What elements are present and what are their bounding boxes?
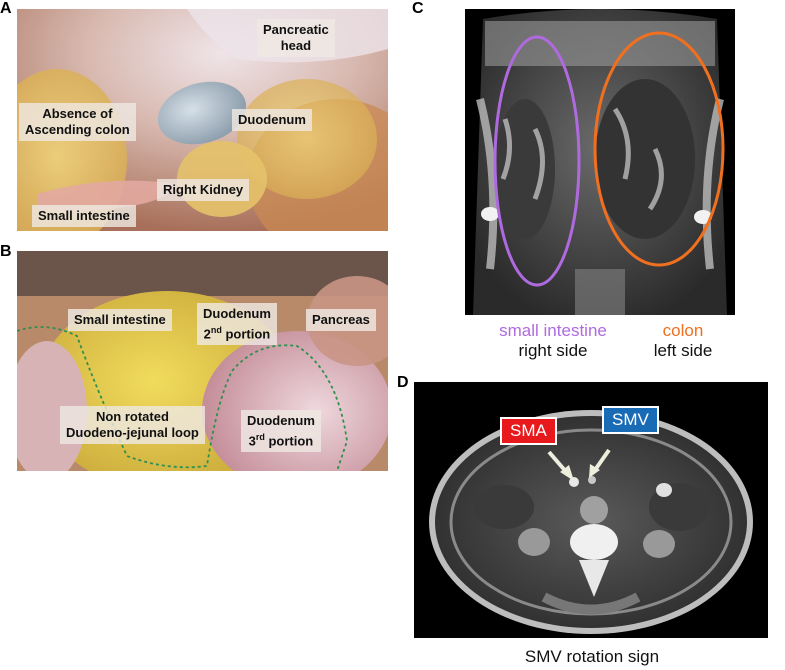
panel-c-ct-coronal <box>465 9 735 315</box>
label-absence-ascending-colon: Absence of Ascending colon <box>19 103 136 141</box>
label-duodenum-2nd: Duodenum 2nd portion <box>197 303 277 346</box>
label-duodenum-3rd: Duodenum 3rd portion <box>241 410 321 453</box>
label-small-intestine-a: Small intestine <box>32 205 136 227</box>
small-intestine-outline <box>493 35 581 287</box>
legend-colon-label: colon <box>662 321 704 340</box>
panel-letter-d: D <box>397 374 409 391</box>
ct-coronal-image <box>465 9 735 315</box>
label-non-rotated-line2: Duodeno-jejunal loop <box>66 425 199 440</box>
smv-label: SMV <box>602 406 659 434</box>
panel-letter-c: C <box>412 0 424 17</box>
label-absence-line1: Absence of <box>42 106 113 121</box>
label-right-kidney: Right Kidney <box>157 179 250 201</box>
label-pancreatic-head-line2: head <box>280 38 312 53</box>
label-pancreatic-head: Pancreatic head <box>257 19 335 57</box>
legend-small-intestine-label: small intestine <box>499 321 607 340</box>
label-duodenum-3rd-sup: rd <box>255 432 265 442</box>
panel-letter-a: A <box>0 0 12 17</box>
label-duodenum-a: Duodenum <box>232 109 312 131</box>
label-duodenum-2nd-num: 2 <box>203 326 211 342</box>
colon-outline <box>593 31 725 267</box>
panel-d-caption: SMV rotation sign <box>524 647 660 666</box>
label-duodenum-2nd-word: portion <box>221 326 271 342</box>
label-duodenum-3rd-num: 3 <box>248 433 256 449</box>
legend-colon: colon left side <box>633 321 733 361</box>
legend-small-intestine: small intestine right side <box>478 321 628 361</box>
panel-letter-b: B <box>0 243 12 260</box>
smv-arrow <box>593 448 611 472</box>
label-non-rotated-line1: Non rotated <box>95 409 169 424</box>
label-duodenum-3rd-word: portion <box>264 433 314 449</box>
label-pancreas: Pancreas <box>306 309 376 331</box>
sma-label: SMA <box>500 417 557 445</box>
ct-axial-image <box>414 382 768 638</box>
label-duodenum-2nd-line1: Duodenum <box>203 306 271 321</box>
label-duodenum-3rd-line1: Duodenum <box>247 413 315 428</box>
label-duodenum-2nd-sup: nd <box>210 325 222 335</box>
label-absence-line2: Ascending colon <box>25 122 130 137</box>
panel-d-ct-axial <box>414 382 768 638</box>
label-pancreatic-head-line1: Pancreatic <box>263 22 329 37</box>
legend-right-side-label: right side <box>518 341 588 360</box>
label-non-rotated-loop: Non rotated Duodeno-jejunal loop <box>60 406 205 444</box>
legend-left-side-label: left side <box>653 341 713 360</box>
label-small-intestine-b: Small intestine <box>68 309 172 331</box>
